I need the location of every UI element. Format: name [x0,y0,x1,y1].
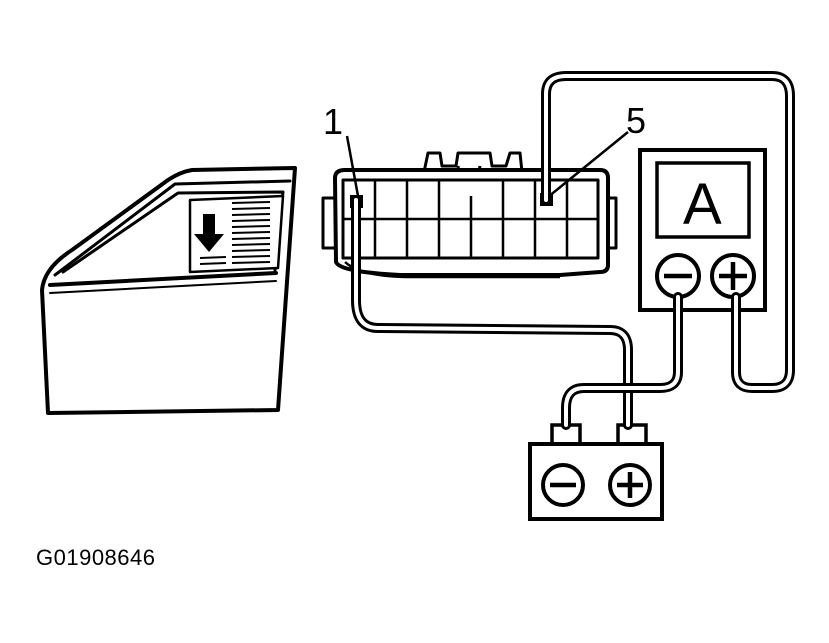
figure-id: G01908646 [36,545,156,570]
battery-icon [528,423,664,521]
pin-1-pointer [345,135,360,197]
ammeter-icon [638,148,767,312]
pin-5-label: 5 [626,100,646,141]
window-down-arrow-icon [194,214,224,252]
lead-ammeter-negative-to-battery-negative [561,292,683,430]
pin-5-pointer [547,131,629,198]
car-door-icon [40,166,297,415]
ammeter-unit-label: A [683,172,722,237]
connector-icon [321,151,618,279]
pin-1-label: 1 [323,101,343,142]
test-leads [351,71,795,430]
window-glass-hatching [199,201,271,265]
